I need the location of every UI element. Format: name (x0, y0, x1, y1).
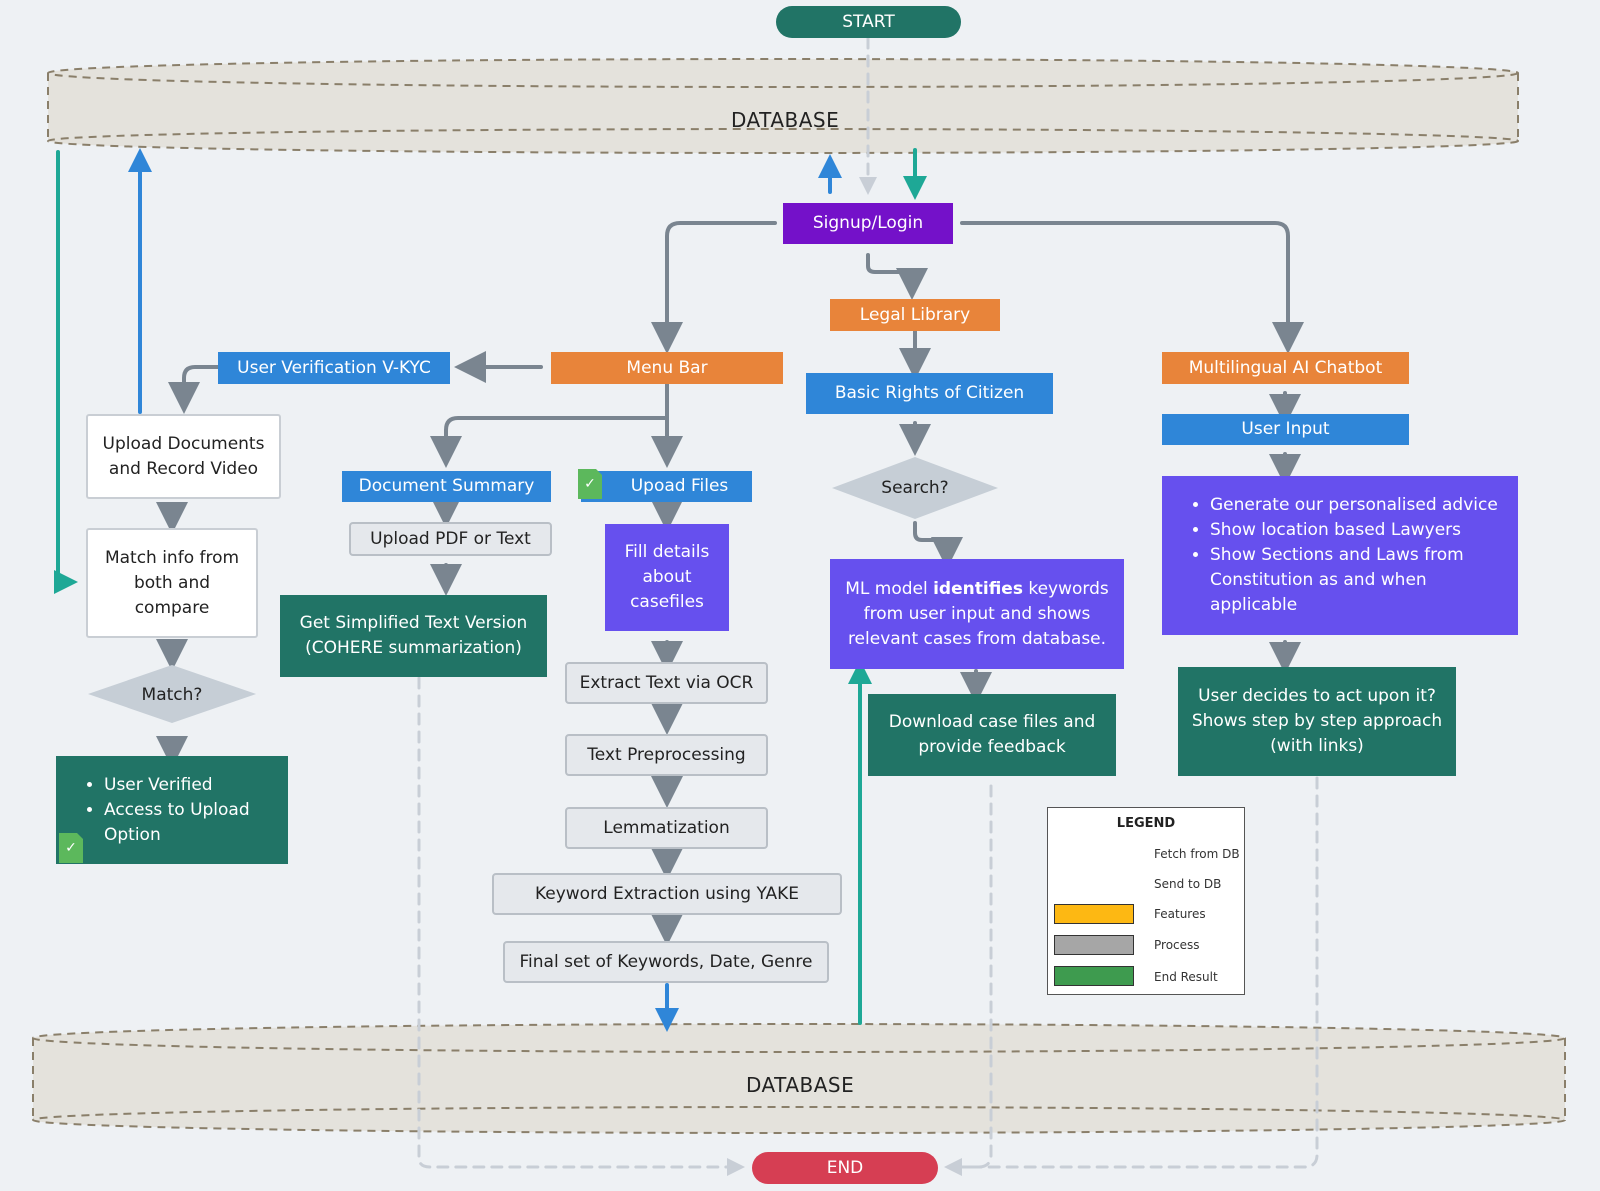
verification-to-upload-connector (168, 365, 220, 414)
advice-node: Generate our personalised advice Show lo… (1162, 476, 1518, 635)
verified-item: User Verified (104, 773, 288, 798)
keyword-extraction-node: Keyword Extraction using YAKE (492, 873, 842, 915)
search-decision-label: Search? (881, 477, 949, 498)
upload-files-node[interactable]: Upoad Files (581, 471, 752, 502)
legend-process-label: Process (1154, 938, 1200, 952)
user-input-node[interactable]: User Input (1162, 414, 1409, 445)
advice-item: Show Sections and Laws from Constitution… (1210, 543, 1502, 618)
lemmatization-node: Lemmatization (565, 807, 768, 849)
menu-bar-node[interactable]: Menu Bar (551, 352, 783, 384)
legal-library-node[interactable]: Legal Library (830, 299, 1000, 331)
legend-end-result-swatch (1054, 966, 1134, 986)
match-decision-label: Match? (141, 684, 203, 705)
final-keywords-node: Final set of Keywords, Date, Genre (503, 941, 829, 983)
legend: LEGEND Fetch from DB Send to DB Features… (1047, 807, 1245, 995)
upload-pdf-node[interactable]: Upload PDF or Text (349, 522, 552, 556)
database-bottom-label: DATABASE (746, 1073, 855, 1097)
legend-fetch-label: Fetch from DB (1154, 847, 1240, 861)
verified-list: User Verified Access to Upload Option (82, 773, 288, 848)
end-node[interactable]: END (752, 1152, 938, 1184)
menubar-to-docsummary-connector (430, 416, 669, 468)
search-diamond-shape (832, 457, 998, 519)
user-verified-node: User Verified Access to Upload Option (56, 756, 288, 864)
legend-features-swatch (1054, 904, 1134, 924)
legend-send-label: Send to DB (1154, 877, 1222, 891)
search-to-ml-connector (913, 521, 963, 569)
upload-documents-node[interactable]: Upload Documents and Record Video (86, 414, 281, 499)
match-diamond-shape (88, 665, 256, 723)
signup-to-library-connector (866, 253, 928, 300)
ml-model-node: ML model identifies keywords from user i… (830, 559, 1124, 669)
legend-end-result-label: End Result (1154, 970, 1218, 984)
advice-item: Generate our personalised advice (1210, 493, 1502, 518)
chatbot-node[interactable]: Multilingual AI Chatbot (1162, 352, 1409, 384)
database-top-cylinder (47, 58, 1519, 154)
legend-process-swatch (1054, 935, 1134, 955)
signup-to-chatbot-connector (960, 221, 1304, 354)
legend-title: LEGEND (1116, 816, 1176, 831)
simplified-text-node: Get Simplified Text Version (COHERE summ… (280, 595, 547, 677)
user-verification-node[interactable]: User Verification V-KYC (218, 352, 450, 384)
fill-details-node[interactable]: Fill details about casefiles (605, 524, 729, 631)
check-document-icon: ✓ (59, 833, 83, 863)
verified-item: Access to Upload Option (104, 798, 288, 848)
advice-item: Show location based Lawyers (1210, 518, 1502, 543)
download-feedback-node[interactable]: Download case files and provide feedback (868, 694, 1116, 776)
check-document-icon: ✓ (578, 469, 602, 499)
start-node[interactable]: START (776, 6, 961, 38)
ml-model-text-bold: identifies (933, 578, 1023, 599)
legend-features-label: Features (1154, 907, 1206, 921)
ml-model-text-pre: ML model (845, 578, 934, 599)
database-bottom-cylinder (32, 1023, 1566, 1134)
db-fetch-to-match-arrow (53, 150, 78, 594)
document-summary-node[interactable]: Document Summary (342, 471, 551, 502)
simplified-to-end-connector (417, 676, 745, 1176)
signup-to-menubar-connector (651, 221, 777, 354)
signup-login-node[interactable]: Signup/Login (783, 203, 953, 244)
act-upon-node: User decides to act upon it? Shows step … (1178, 667, 1456, 776)
act-to-end-connector (951, 776, 1319, 1169)
ml-model-text-post: keywords from user input and shows relev… (847, 578, 1109, 649)
database-top-label: DATABASE (731, 108, 840, 132)
ocr-node: Extract Text via OCR (565, 662, 768, 704)
match-info-node: Match info from both and compare (86, 528, 258, 638)
advice-list: Generate our personalised advice Show lo… (1188, 493, 1502, 618)
preprocessing-node: Text Preprocessing (565, 734, 768, 776)
basic-rights-node[interactable]: Basic Rights of Citizen (806, 373, 1053, 414)
